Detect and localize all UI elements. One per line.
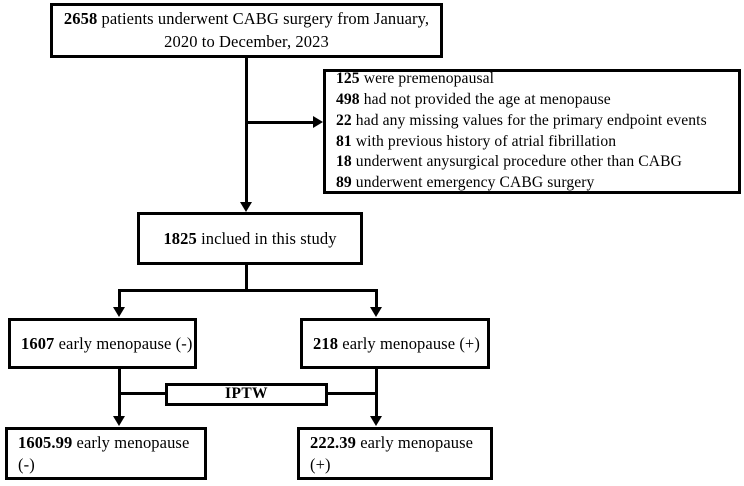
node-group-menopause-positive: 218 early menopause (+): [300, 318, 490, 369]
excluded-item-count: 81: [336, 132, 352, 150]
connector-split-bus: [118, 289, 378, 292]
arrowhead-into-excluded: [313, 116, 323, 128]
node-weighted-pos-label: early menopause (+): [310, 433, 474, 474]
excluded-item-count: 498: [336, 90, 360, 108]
connector-iptw-right: [325, 392, 378, 395]
excluded-item-text: had not provided the age at menopause: [359, 90, 611, 108]
node-group-neg-text: 1607 early menopause (-): [21, 333, 192, 354]
node-enrolled-line2: 2020 to December, 2023: [164, 31, 329, 51]
excluded-item-text: underwent emergency CABG surgery: [351, 174, 595, 192]
arrowhead-into-included: [240, 202, 252, 212]
node-included-text: 1825 inclued in this study: [163, 228, 336, 249]
node-included-count: 1825: [163, 228, 197, 248]
excluded-item: 22 had any missing values for the primar…: [336, 111, 707, 132]
excluded-item: 18 underwent anysurgical procedure other…: [336, 152, 707, 173]
node-weighted-neg-text: 1605.99 early menopause (-): [18, 432, 204, 475]
node-group-neg-label: early menopause (-): [54, 333, 193, 353]
node-weighted-pos-count: 222.39: [310, 433, 356, 453]
excluded-item-count: 18: [336, 153, 352, 171]
node-weighted-neg-count: 1605.99: [18, 433, 73, 453]
connector-bus-to-group-pos: [375, 289, 378, 310]
node-group-pos-count: 218: [313, 333, 339, 353]
node-enrolled-count: 2658: [63, 9, 98, 29]
node-iptw: IPTW: [165, 383, 328, 406]
connector-to-excluded: [245, 121, 315, 124]
node-enrolled-text: 2658 patients underwent CABG surgery fro…: [64, 8, 429, 52]
node-group-menopause-negative: 1607 early menopause (-): [8, 318, 197, 369]
arrowhead-into-weighted-neg: [113, 416, 125, 426]
excluded-item-count: 89: [336, 174, 352, 192]
connector-iptw-left: [118, 392, 168, 395]
arrowhead-into-weighted-pos: [370, 416, 382, 426]
node-weighted-menopause-negative: 1605.99 early menopause (-): [5, 427, 207, 480]
excluded-item-count: 125: [336, 70, 360, 88]
node-group-pos-label: early menopause (+): [338, 333, 480, 353]
node-weighted-pos-text: 222.39 early menopause (+): [310, 432, 490, 475]
arrowhead-into-group-neg: [113, 307, 125, 317]
node-enrolled: 2658 patients underwent CABG surgery fro…: [50, 3, 443, 58]
node-included: 1825 inclued in this study: [137, 212, 363, 265]
connector-bus-to-group-neg: [118, 289, 121, 310]
node-weighted-neg-label: early menopause (-): [18, 433, 190, 474]
node-excluded: 125 were premenopausal 498 had not provi…: [323, 69, 741, 194]
excluded-item-text: were premenopausal: [359, 70, 495, 88]
connector-included-down: [245, 265, 248, 292]
node-iptw-label: IPTW: [225, 385, 268, 403]
node-group-neg-count: 1607: [21, 333, 55, 353]
node-enrolled-line1: patients underwent CABG surgery from Jan…: [97, 9, 430, 29]
excluded-item: 125 were premenopausal: [336, 69, 707, 90]
connector-enrolled-to-included: [245, 58, 248, 204]
node-excluded-list: 125 were premenopausal 498 had not provi…: [336, 69, 707, 194]
node-weighted-menopause-positive: 222.39 early menopause (+): [297, 427, 493, 480]
node-group-pos-text: 218 early menopause (+): [313, 333, 480, 354]
arrowhead-into-group-pos: [370, 307, 382, 317]
excluded-item-text: had any missing values for the primary e…: [351, 111, 707, 129]
excluded-item: 89 underwent emergency CABG surgery: [336, 173, 707, 194]
excluded-item: 81 with previous history of atrial fibri…: [336, 132, 707, 153]
excluded-item: 498 had not provided the age at menopaus…: [336, 90, 707, 111]
excluded-item-text: with previous history of atrial fibrilla…: [351, 132, 617, 150]
excluded-item-count: 22: [336, 111, 352, 129]
node-included-label: inclued in this study: [196, 228, 337, 248]
excluded-item-text: underwent anysurgical procedure other th…: [351, 153, 682, 171]
